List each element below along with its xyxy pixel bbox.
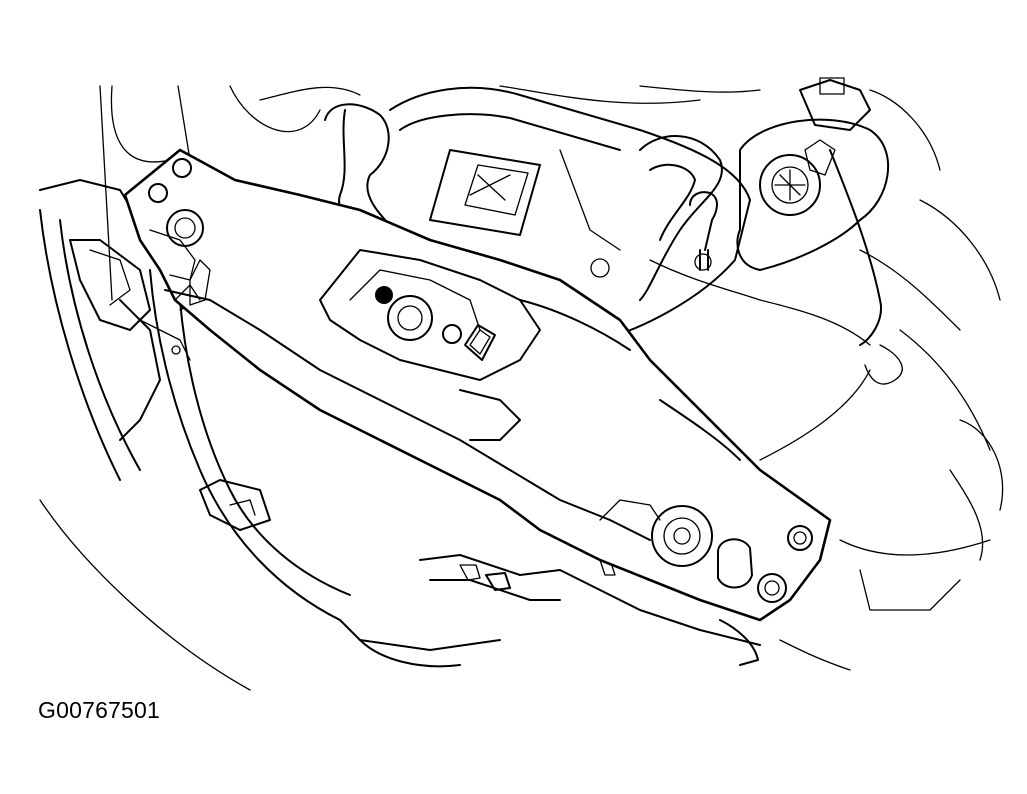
dipstick-handle	[689, 191, 718, 271]
wire-harness	[649, 259, 903, 461]
radiator-support-upper-tie-bar	[123, 148, 832, 622]
hood-bumper-stop	[171, 259, 211, 355]
right-mount-fasteners	[651, 505, 813, 603]
center-hood-latch-mount	[375, 286, 496, 361]
coolant-reservoir	[736, 77, 890, 346]
engine-block	[389, 86, 751, 341]
lower-radiator-hose	[639, 135, 723, 301]
left-mount-fasteners	[148, 158, 204, 247]
figure-id-label: G00767501	[38, 697, 161, 723]
engine-bay-background	[39, 85, 1004, 691]
lower-crossmember	[359, 554, 761, 668]
